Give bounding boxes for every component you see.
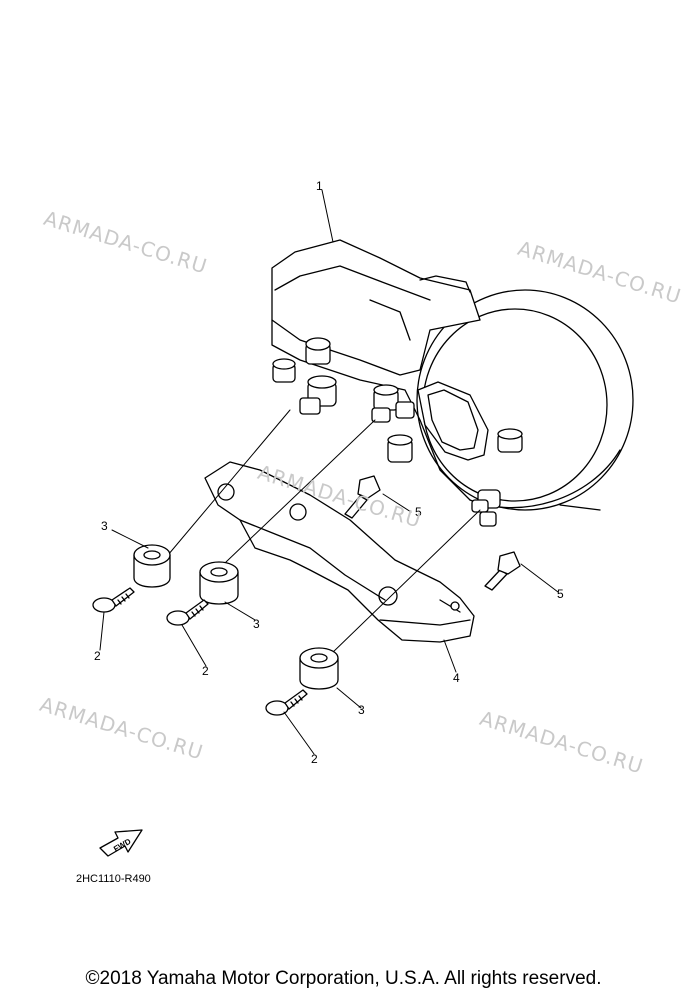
screw-a [92,587,135,613]
bolt-a [344,475,381,519]
callout-3: 3 [101,519,108,533]
bolt-b [484,551,521,591]
callout-1: 1 [316,179,323,193]
damper-a [133,544,171,588]
copyright-notice: ©2018 Yamaha Motor Corporation, U.S.A. A… [85,968,602,989]
callout-2: 2 [94,649,101,663]
callout-3: 3 [358,703,365,717]
callout-5: 5 [557,587,564,601]
screw-c [265,689,308,716]
meter-bracket [204,461,475,643]
callout-4: 4 [453,671,460,685]
callout-2: 2 [311,752,318,766]
damper-b [199,561,239,605]
diagram-reference-code: 2HC1110-R490 [76,873,151,885]
callout-3: 3 [253,617,260,631]
damper-c [299,647,339,690]
callout-2: 2 [202,664,209,678]
screw-b [166,599,209,626]
callout-5: 5 [415,505,422,519]
fwd-arrow-icon [99,829,143,857]
meter-assembly [271,239,634,527]
